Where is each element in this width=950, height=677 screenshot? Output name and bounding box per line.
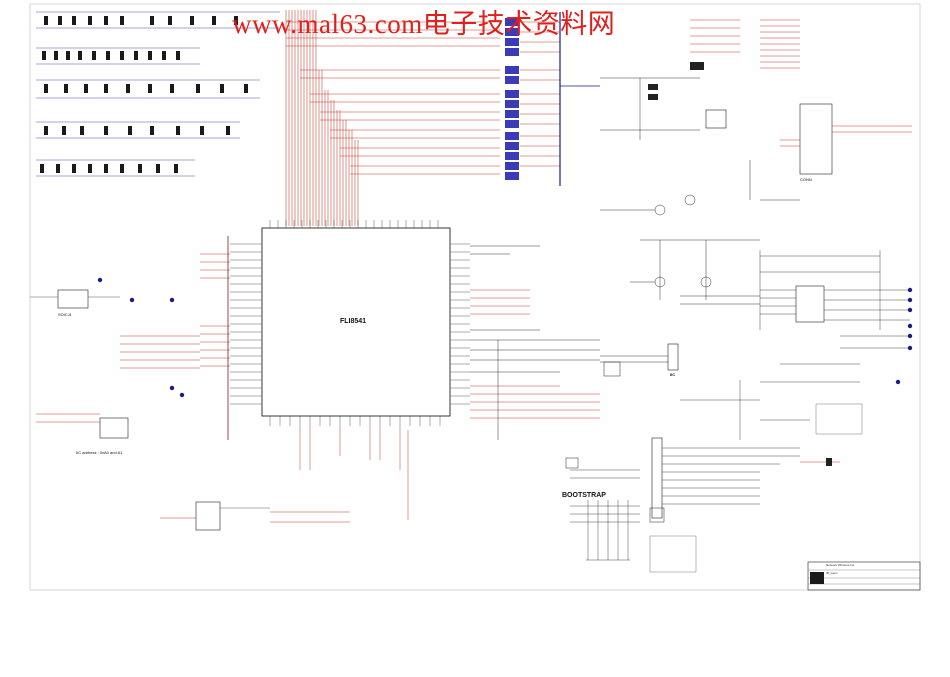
reset-ic: [705, 109, 727, 129]
iic-connector: [667, 343, 679, 371]
soic8-label: SOIC-8: [58, 312, 72, 317]
eeprom-chip: [99, 417, 129, 439]
title-block-company: Network Wireless Inc.: [826, 563, 856, 567]
small-ic: [690, 62, 704, 70]
gpio-header: [651, 437, 663, 519]
regulator-chip: [195, 501, 221, 531]
right-connector: [799, 103, 833, 175]
sheet-frame: [29, 3, 921, 591]
iic-address-note: IIC address : 0xA0 and A1: [76, 450, 123, 455]
top-horizontal-taps: [286, 21, 500, 175]
resistor-packs: [505, 18, 519, 180]
top-bus-red: [285, 10, 359, 226]
watermark-text: www.mal63.com电子技术资料网: [232, 9, 616, 39]
chip-pins-bottom: [269, 416, 441, 426]
level-shifter-ic: [795, 285, 825, 323]
main-chip-part-label: FLI8541: [340, 318, 367, 325]
bootstrap-label: BOOTSTRAP: [562, 492, 606, 499]
iic-connector-label: IIC: [670, 372, 676, 377]
bootstrap-table: [649, 535, 697, 573]
right-black-nets: [470, 245, 600, 440]
left-red-nets: [120, 253, 230, 369]
connector-label: CONN: [800, 177, 812, 182]
title-block-project: IB_Genx: [826, 571, 838, 575]
transistor-stage: [600, 160, 800, 305]
decoupling-cap-rows: [36, 11, 280, 177]
chip-pins-left: [230, 243, 262, 405]
main-chip-body: [261, 227, 451, 417]
resistor-net-outputs: [520, 21, 560, 167]
test-points: [97, 277, 913, 398]
right-red-nets: [470, 289, 600, 419]
chip-pins-right: [450, 243, 470, 405]
chip-pins-top: [269, 220, 439, 228]
gpio-table: [815, 403, 863, 435]
cap-symbols: [40, 16, 248, 173]
title-block: [807, 561, 921, 591]
bootstrap-network: [570, 469, 640, 561]
bottom-nets: [270, 426, 409, 523]
soic8-chip: [57, 289, 89, 309]
